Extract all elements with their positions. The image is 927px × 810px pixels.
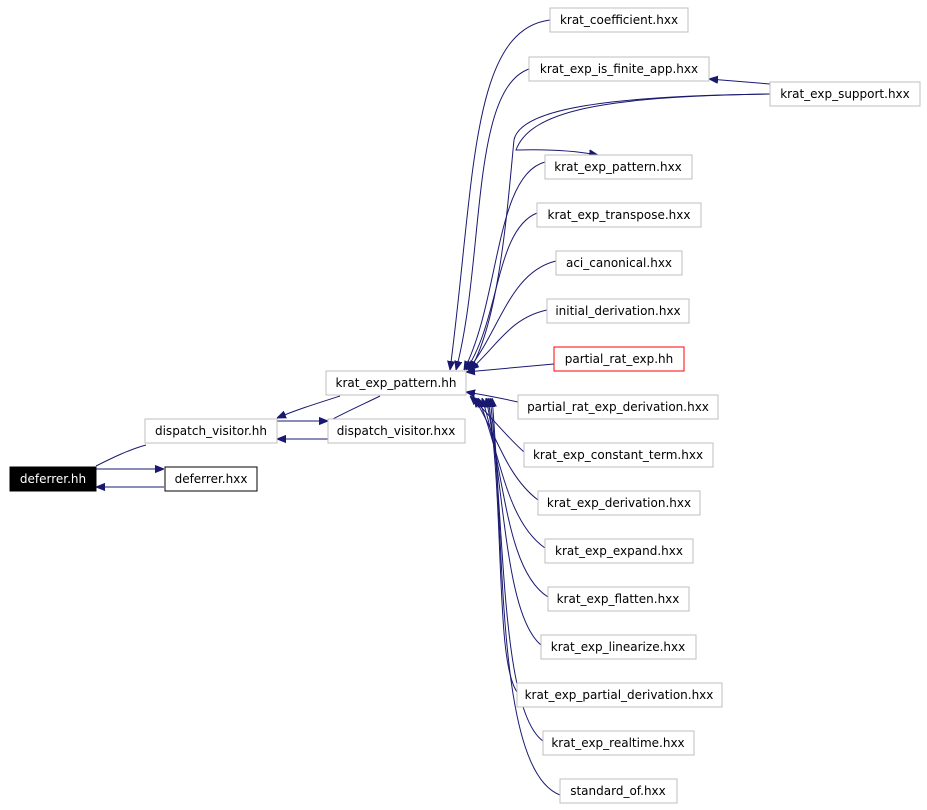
node-krat-exp-transpose-hxx[interactable]: krat_exp_transpose.hxx bbox=[536, 202, 702, 228]
edge-pattern-hxx-to-pattern-hh bbox=[464, 161, 546, 370]
node-krat-exp-flatten-hxx-label: krat_exp_flatten.hxx bbox=[557, 592, 680, 606]
edge-flatten-to-pattern-hh bbox=[482, 398, 549, 598]
edge-pattern-hh-to-dispatch-hh bbox=[277, 395, 341, 418]
edge-support-to-pattern-hxx bbox=[515, 93, 771, 155]
edge-dispatch-hxx-to-pattern-hh bbox=[330, 395, 381, 421]
node-krat-exp-constant-term-hxx[interactable]: krat_exp_constant_term.hxx bbox=[523, 442, 714, 468]
node-krat-exp-pattern-hh[interactable]: krat_exp_pattern.hh bbox=[325, 370, 467, 396]
edge-krat-coefficient-to-pattern-hh bbox=[450, 19, 551, 370]
node-krat-coefficient-hxx[interactable]: krat_coefficient.hxx bbox=[549, 7, 689, 33]
node-krat-exp-linearize-hxx-label: krat_exp_linearize.hxx bbox=[551, 640, 685, 654]
node-initial-derivation-hxx-label: initial_derivation.hxx bbox=[555, 304, 680, 318]
edge-initial-derivation-to-pattern-hh bbox=[470, 309, 548, 370]
node-deferrer-hxx[interactable]: deferrer.hxx bbox=[164, 466, 258, 492]
node-partial-rat-exp-hh-label: partial_rat_exp.hh bbox=[565, 352, 674, 366]
node-krat-exp-support-hxx-label: krat_exp_support.hxx bbox=[780, 87, 910, 101]
node-krat-exp-expand-hxx[interactable]: krat_exp_expand.hxx bbox=[544, 538, 694, 564]
node-aci-canonical-hxx-label: aci_canonical.hxx bbox=[566, 256, 672, 270]
node-krat-exp-derivation-hxx[interactable]: krat_exp_derivation.hxx bbox=[537, 490, 701, 516]
node-krat-exp-linearize-hxx[interactable]: krat_exp_linearize.hxx bbox=[540, 634, 697, 660]
node-krat-exp-realtime-hxx-label: krat_exp_realtime.hxx bbox=[551, 736, 684, 750]
node-partial-rat-exp-derivation-hxx[interactable]: partial_rat_exp_derivation.hxx bbox=[517, 394, 719, 420]
edge-partial-derivation-to-pattern-hh bbox=[488, 398, 518, 693]
edge-support-to-is-finite-app bbox=[709, 79, 771, 85]
node-deferrer-hh[interactable]: deferrer.hh bbox=[9, 466, 97, 492]
edge-partial-rat-exp-to-pattern-hh bbox=[466, 363, 555, 372]
edge-standard-of-to-pattern-hh bbox=[492, 398, 561, 796]
node-krat-exp-constant-term-hxx-label: krat_exp_constant_term.hxx bbox=[533, 448, 703, 462]
node-krat-exp-derivation-hxx-label: krat_exp_derivation.hxx bbox=[547, 496, 691, 510]
node-deferrer-hh-label: deferrer.hh bbox=[20, 472, 86, 486]
edge-derivation-to-pattern-hh bbox=[474, 398, 539, 501]
node-krat-exp-is-finite-app-hxx-label: krat_exp_is_finite_app.hxx bbox=[540, 62, 698, 76]
node-krat-exp-partial-derivation-hxx[interactable]: krat_exp_partial_derivation.hxx bbox=[516, 682, 723, 708]
node-aci-canonical-hxx[interactable]: aci_canonical.hxx bbox=[555, 250, 683, 276]
node-krat-exp-is-finite-app-hxx[interactable]: krat_exp_is_finite_app.hxx bbox=[528, 56, 710, 82]
edge-aci-canonical-to-pattern-hh bbox=[468, 260, 557, 370]
node-krat-exp-expand-hxx-label: krat_exp_expand.hxx bbox=[555, 544, 683, 558]
node-standard-of-hxx[interactable]: standard_of.hxx bbox=[559, 778, 678, 804]
edge-is-finite-app-to-pattern-hh bbox=[456, 68, 530, 370]
node-dispatch-visitor-hxx-label: dispatch_visitor.hxx bbox=[337, 424, 456, 438]
node-dispatch-visitor-hh-label: dispatch_visitor.hh bbox=[155, 424, 267, 438]
node-deferrer-hxx-label: deferrer.hxx bbox=[175, 472, 248, 486]
node-dispatch-visitor-hxx[interactable]: dispatch_visitor.hxx bbox=[327, 418, 466, 444]
node-krat-exp-pattern-hh-label: krat_exp_pattern.hh bbox=[336, 376, 457, 390]
edges bbox=[95, 19, 771, 796]
edge-realtime-to-pattern-hh bbox=[490, 398, 544, 742]
node-krat-coefficient-hxx-label: krat_coefficient.hxx bbox=[560, 13, 678, 27]
node-krat-exp-partial-derivation-hxx-label: krat_exp_partial_derivation.hxx bbox=[525, 688, 714, 702]
node-krat-exp-pattern-hxx[interactable]: krat_exp_pattern.hxx bbox=[544, 154, 693, 180]
node-krat-exp-flatten-hxx[interactable]: krat_exp_flatten.hxx bbox=[547, 586, 690, 612]
node-standard-of-hxx-label: standard_of.hxx bbox=[570, 784, 666, 798]
node-krat-exp-realtime-hxx[interactable]: krat_exp_realtime.hxx bbox=[542, 730, 695, 756]
edge-transpose-to-pattern-hh bbox=[466, 212, 538, 370]
node-dispatch-visitor-hh[interactable]: dispatch_visitor.hh bbox=[144, 418, 278, 444]
edge-support-to-pattern-hh bbox=[470, 93, 771, 370]
node-krat-exp-support-hxx[interactable]: krat_exp_support.hxx bbox=[769, 81, 921, 107]
node-partial-rat-exp-derivation-hxx-label: partial_rat_exp_derivation.hxx bbox=[527, 400, 709, 414]
node-partial-rat-exp-hh[interactable]: partial_rat_exp.hh bbox=[553, 346, 685, 372]
node-krat-exp-pattern-hxx-label: krat_exp_pattern.hxx bbox=[554, 160, 682, 174]
edge-deferrer-hh-to-dispatch-visitor-hh bbox=[95, 444, 147, 467]
edge-partial-rat-exp-derivation-to-pattern-hh bbox=[466, 392, 519, 403]
node-initial-derivation-hxx[interactable]: initial_derivation.hxx bbox=[546, 298, 690, 324]
edge-expand-to-pattern-hh bbox=[478, 398, 546, 549]
node-krat-exp-transpose-hxx-label: krat_exp_transpose.hxx bbox=[548, 208, 691, 222]
